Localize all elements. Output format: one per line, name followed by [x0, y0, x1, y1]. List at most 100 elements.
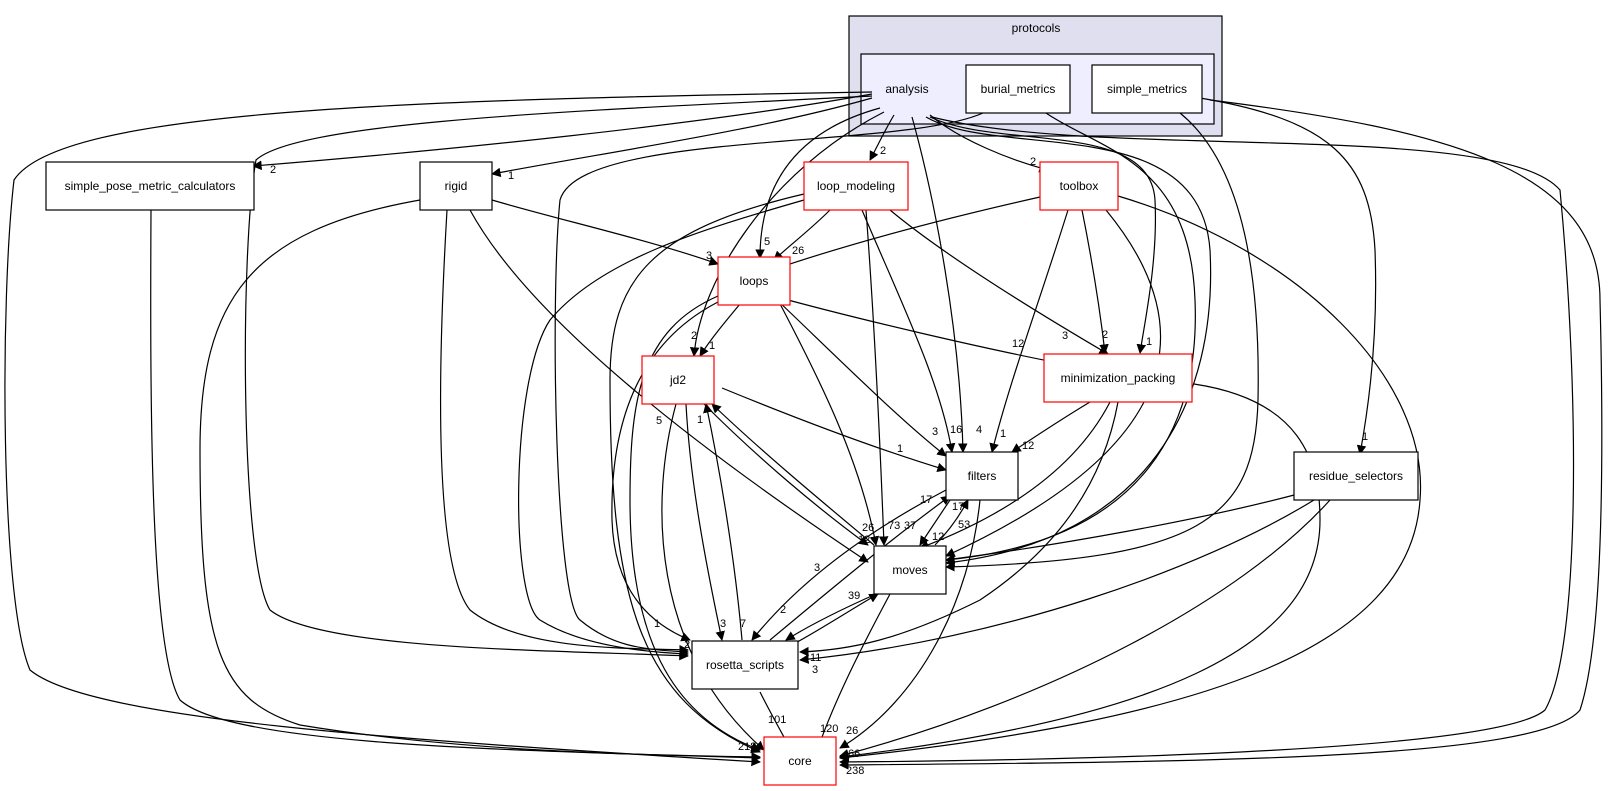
edge-label: 66 [848, 748, 860, 760]
node-label: residue_selectors [1309, 469, 1403, 483]
edge-label: 37 [904, 520, 916, 532]
cluster-protocols-label: protocols [1012, 21, 1061, 35]
edge-minpack-filters [1011, 401, 1091, 453]
node-core[interactable]: core [763, 736, 837, 786]
edge-label: 3 [814, 562, 820, 574]
edge-label: 1 [1146, 336, 1152, 348]
edge-label: 1 [654, 618, 660, 630]
node-label: toolbox [1060, 179, 1099, 193]
edge-label: 16 [950, 424, 962, 436]
edge-label: 2 [1102, 329, 1108, 341]
edge-label: 26 [846, 725, 858, 737]
node-simple-metrics[interactable]: simple_metrics [1091, 64, 1203, 114]
node-label: rigid [445, 179, 468, 193]
edge-filters-rs [751, 489, 947, 641]
node-moves[interactable]: moves [873, 545, 947, 595]
edge-label: 2 [780, 604, 786, 616]
node-rigid[interactable]: rigid [419, 161, 493, 211]
edge-loops-jd2 [699, 303, 741, 357]
edge-label: 1 [709, 340, 715, 352]
edge-label: 101 [768, 714, 786, 726]
edge-jd2-rs [685, 403, 725, 641]
edge-analysis-loopmod [869, 114, 895, 161]
edge-moves-core [816, 593, 891, 749]
edge-burial-moves [945, 112, 1196, 564]
edge-lm-filters [861, 209, 956, 453]
node-label: jd2 [669, 373, 686, 387]
node-label: filters [968, 469, 997, 483]
edge-minpack-moves [919, 401, 1111, 550]
edge-minpack-core [839, 383, 1321, 761]
edge-rigid-loops [491, 199, 719, 266]
edge-rs-filters [769, 495, 951, 641]
edge-analysis-rs [244, 95, 873, 661]
edge-label: 3 [706, 250, 712, 262]
edge-label: 12 [1022, 440, 1034, 452]
edge-label: 120 [820, 723, 838, 735]
edge-sm-moves [945, 112, 1259, 572]
node-toolbox[interactable]: toolbox [1039, 161, 1119, 211]
edge-label: 12 [858, 534, 870, 546]
node-loop-modeling[interactable]: loop_modeling [803, 161, 909, 211]
edge-tb-minpack [1081, 209, 1109, 354]
edge-tb-filters [989, 209, 1069, 453]
edge-analysis-spmc [252, 93, 873, 171]
edge-label: 17 [952, 501, 964, 513]
node-jd2[interactable]: jd2 [641, 355, 715, 405]
edge-tb-core [839, 195, 1422, 762]
edge-label: 218 [738, 741, 756, 753]
node-label: simple_pose_metric_calculators [65, 179, 236, 193]
edge-labels: 2 1 2 2 5 2 4 1 1 3 26 7 1 3 2 3 16 1 12… [270, 145, 1368, 777]
node-residue-selectors[interactable]: residue_selectors [1293, 451, 1419, 501]
edge-analysis-core-right [839, 116, 1575, 767]
edge-label: 2 [1030, 156, 1036, 168]
edge-label: 1 [1000, 428, 1006, 440]
edge-burial-rs [554, 112, 984, 657]
edge-minpack-rs [799, 401, 1119, 657]
node-simple-pose-metric-calculators[interactable]: simple_pose_metric_calculators [45, 161, 255, 211]
edge-moves-rs [785, 593, 877, 641]
edge-filters-core [839, 499, 981, 749]
edge-analysis-loops [755, 107, 881, 259]
edge-label: 26 [792, 245, 804, 257]
edge-analysis-rigid [491, 97, 873, 178]
edge-rigid-core [199, 199, 761, 762]
node-label: loop_modeling [817, 179, 895, 193]
edge-label: 1 [508, 170, 514, 182]
edge-jd2-core [661, 403, 765, 751]
edge-label: 1 [697, 414, 703, 426]
edge-label: 11 [810, 652, 821, 664]
edge-label: 1 [1362, 431, 1368, 443]
edge-analysis-core-left [4, 91, 873, 767]
edge-lm-minpack [889, 209, 1109, 355]
node-burial-metrics[interactable]: burial_metrics [965, 64, 1071, 114]
edge-loops-rs [611, 299, 723, 642]
edge-label: 2 [880, 145, 886, 157]
node-filters[interactable]: filters [945, 451, 1019, 501]
edge-moves-jd2 [711, 403, 875, 546]
edge-analysis-jd2 [689, 111, 885, 357]
edge-lm-rs [518, 199, 805, 659]
node-rosetta-scripts[interactable]: rosetta_scripts [691, 640, 799, 690]
edge-label: 2 [270, 164, 276, 176]
edge-rs-moves [789, 593, 879, 647]
edge-lm-moves [865, 209, 889, 546]
node-minimization-packing[interactable]: minimization_packing [1043, 353, 1193, 403]
edge-tb-loops [771, 196, 1041, 272]
edge-label: 5 [656, 415, 662, 427]
node-label: simple_metrics [1107, 82, 1187, 96]
node-loops[interactable]: loops [717, 256, 791, 306]
edge-moves-filters [934, 499, 969, 546]
edge-label: 3 [932, 426, 938, 438]
edge-label: 3 [1062, 330, 1068, 342]
edge-label: 3 [812, 664, 818, 676]
edge-label: 3 [720, 618, 726, 630]
edge-label: 5 [764, 236, 770, 248]
node-label: loops [740, 274, 769, 288]
edge-sm-ressel [1199, 97, 1377, 455]
edge-analysis-filters [911, 116, 968, 453]
edge-rigid-moves [469, 209, 869, 563]
node-label: rosetta_scripts [706, 658, 784, 672]
node-label: minimization_packing [1061, 371, 1176, 385]
